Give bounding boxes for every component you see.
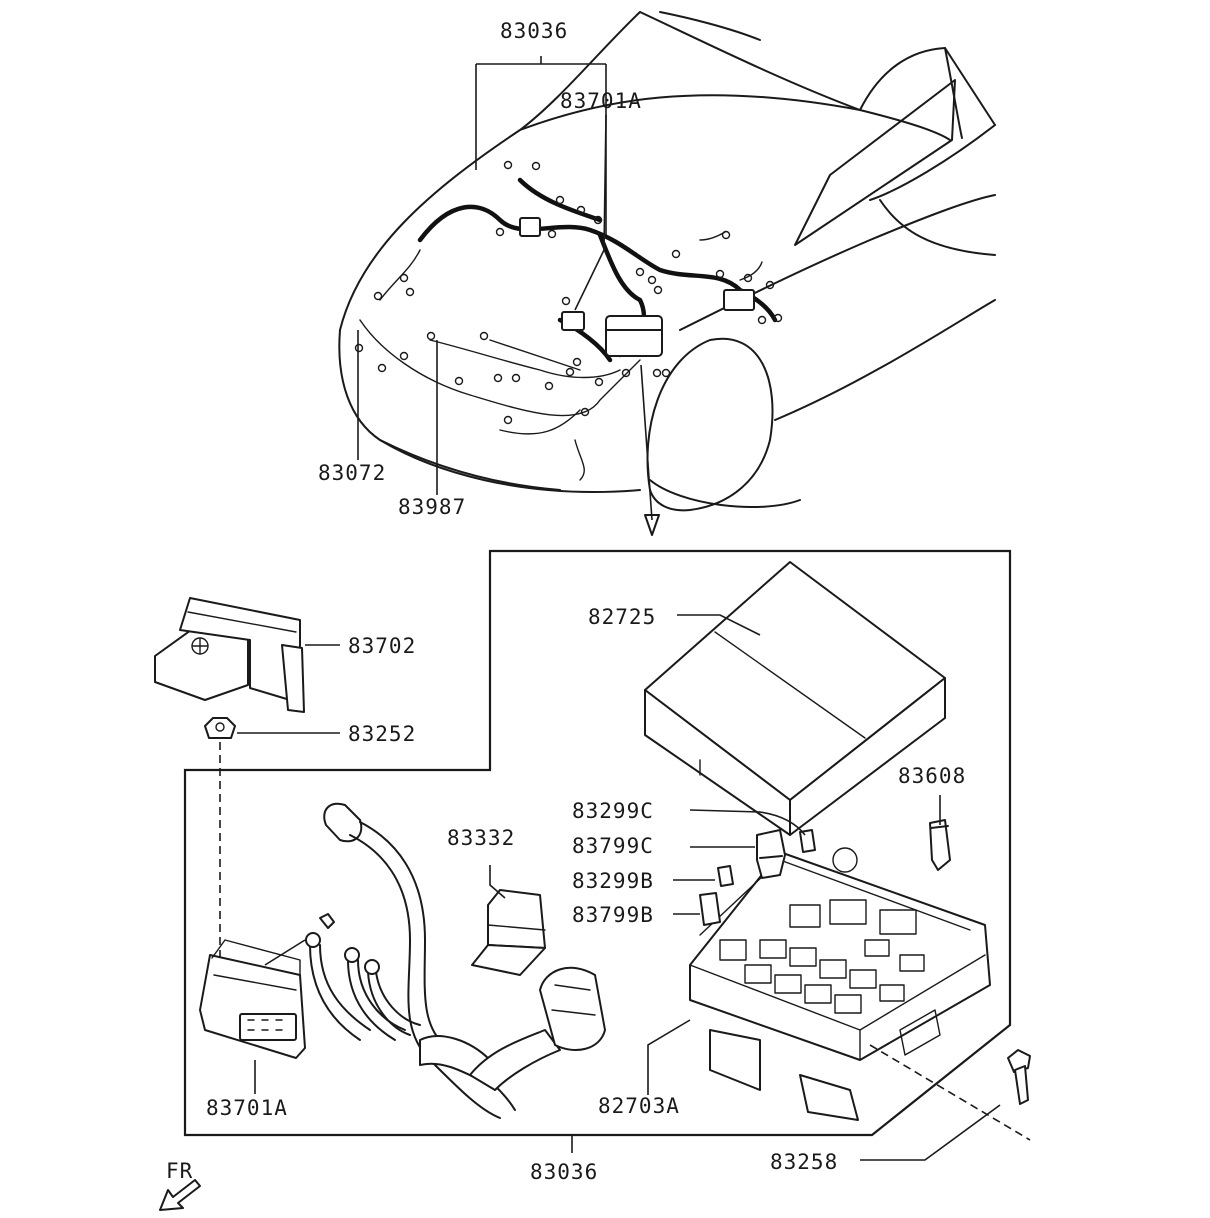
relay-box-cover — [644, 561, 946, 836]
junction-block — [199, 939, 306, 1059]
label-front-indicator: FR — [166, 1159, 193, 1183]
battery-harness — [305, 802, 606, 1119]
bolt-part — [1007, 1049, 1031, 1105]
label-front-harness: 83072 — [318, 461, 386, 485]
bracket-part — [154, 597, 305, 713]
small-cover — [471, 889, 546, 976]
label-bumper-harness: 83987 — [398, 495, 466, 519]
front-direction-arrow-icon — [159, 1179, 201, 1211]
label-nut: 83252 — [348, 722, 416, 746]
fuse-relay-parts — [699, 819, 951, 926]
relay-box — [689, 847, 991, 1121]
label-relay-box-cover: 82725 — [588, 605, 656, 629]
nut-part — [204, 717, 236, 739]
label-junction-block: 83701A — [206, 1096, 288, 1120]
label-fuse-b: 83299B — [572, 869, 654, 893]
label-relay-a: 83799C — [572, 834, 654, 858]
engine-harness-drawing — [354, 160, 783, 481]
car-body-outline — [338, 11, 996, 512]
label-relay-box: 82703A — [598, 1094, 680, 1118]
label-fuse-a: 83299C — [572, 799, 654, 823]
label-bracket: 83702 — [348, 634, 416, 658]
label-top-junction: 83701A — [560, 89, 642, 113]
bolt-assembly-line — [869, 1044, 1031, 1141]
label-clip: 83608 — [898, 764, 966, 788]
label-top-harness: 83036 — [500, 19, 568, 43]
label-cover-small: 83332 — [447, 826, 515, 850]
detail-leader-lines — [237, 614, 1001, 1161]
detail-frame — [183, 549, 1012, 1137]
top-leader-lines — [357, 56, 660, 536]
label-bolt: 83258 — [770, 1150, 838, 1174]
label-bottom-harness: 83036 — [530, 1160, 598, 1184]
label-relay-b: 83799B — [572, 903, 654, 927]
